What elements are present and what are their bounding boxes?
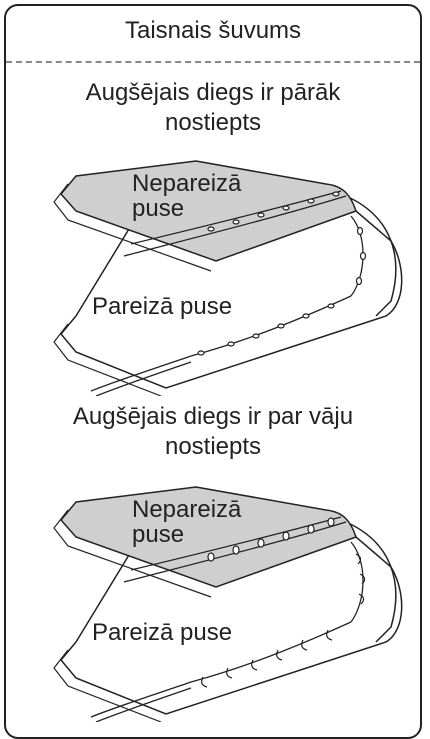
caption-line-2: nostiepts [164,433,262,460]
stitch-loops-top [207,517,335,562]
label-right-side: Pareizā puse [92,619,232,646]
label-wrong-side-2: puse [132,521,184,548]
caption-line-1: Augšējais diegs ir par vāju [72,403,354,430]
label-wrong-side-1: Nepareizā [132,170,242,197]
caption-tension-too-loose: Augšējais diegs ir par vāju nostiepts [6,402,420,462]
caption-line-2: nostiepts [164,109,262,136]
dashed-divider [6,61,420,63]
stitch-loops-bottom [201,629,333,688]
label-right-side: Pareizā puse [92,293,232,320]
caption-line-1: Augšējais diegs ir pārāk [85,79,341,106]
fabric-illustration-loose: Nepareizā puse Pareizā puse [53,486,403,722]
label-wrong-side-2: puse [132,195,184,222]
panel-title: Taisnais šuvums [124,17,302,44]
stitch-panel: Taisnais šuvums Augšējais diegs ir pārāk… [4,4,422,739]
caption-tension-too-tight: Augšējais diegs ir pārāk nostiepts [6,78,420,138]
stitch-dots-bottom [197,303,335,356]
stitch-dots-top [207,191,340,232]
label-wrong-side-1: Nepareizā [132,496,242,523]
fabric-illustration-tight: Nepareizā puse Pareizā puse [53,160,403,396]
